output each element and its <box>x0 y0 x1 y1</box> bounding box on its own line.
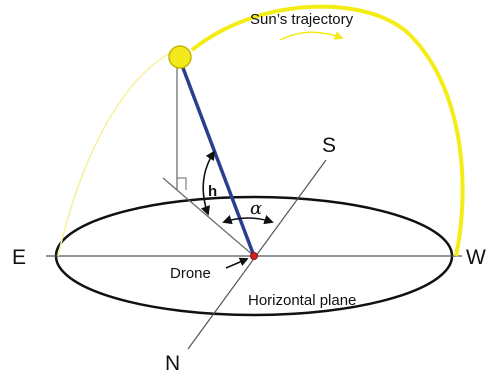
east-label: E <box>12 246 26 269</box>
altitude-label: h <box>208 183 217 200</box>
altitude-arc <box>200 150 216 216</box>
north-label: N <box>165 352 180 374</box>
west-label: W <box>466 246 486 269</box>
drone-point-icon <box>250 252 258 260</box>
drone-pointer-arrow <box>225 257 249 269</box>
right-angle-marker <box>177 177 187 190</box>
south-label: S <box>322 134 336 157</box>
sun-trajectory-label: Sun’s trajectory <box>250 11 354 28</box>
curved-arrow-icon <box>279 31 344 41</box>
sun-trajectory <box>190 4 465 257</box>
azimuth-arc <box>222 215 274 225</box>
horizontal-plane-label: Horizontal plane <box>248 292 356 309</box>
sun-trajectory-faint <box>57 51 173 257</box>
azimuth-label: α <box>250 198 262 219</box>
sun-icon <box>168 45 192 69</box>
sun-ray-line <box>178 59 256 257</box>
drone-label: Drone <box>170 265 211 282</box>
sun-ground-projection-line <box>162 177 255 257</box>
